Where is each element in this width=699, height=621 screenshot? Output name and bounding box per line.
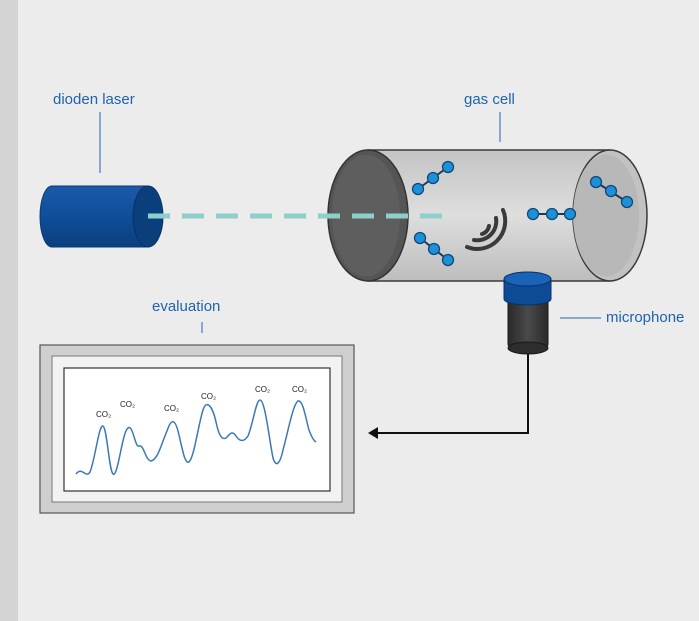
laser-label: dioden laser [53, 91, 135, 108]
molecule-2 [413, 231, 455, 267]
evaluation-label: evaluation [152, 298, 221, 315]
signal-cable-arrow [368, 354, 529, 439]
diode-laser [39, 185, 164, 248]
molecule-1 [411, 160, 455, 196]
molecule-3 [526, 207, 577, 221]
microphone [503, 271, 552, 355]
gas-cell-label: gas cell [464, 91, 515, 108]
molecule-4 [589, 175, 634, 209]
sound-wave-icon [465, 208, 508, 251]
diagram-panel [18, 0, 699, 621]
microphone-label: microphone [606, 309, 685, 326]
co2-peak-label-4: CO₂ [201, 392, 216, 401]
gas-cell [327, 149, 648, 282]
evaluation-monitor [39, 344, 355, 514]
spectrum-signal-curve [75, 399, 317, 475]
co2-peak-label-6: CO₂ [292, 385, 307, 394]
co2-peak-label-3: CO₂ [164, 404, 179, 413]
co2-peak-label-1: CO₂ [96, 410, 111, 419]
co2-peak-label-2: CO₂ [120, 400, 135, 409]
co2-peak-label-5: CO₂ [255, 385, 270, 394]
